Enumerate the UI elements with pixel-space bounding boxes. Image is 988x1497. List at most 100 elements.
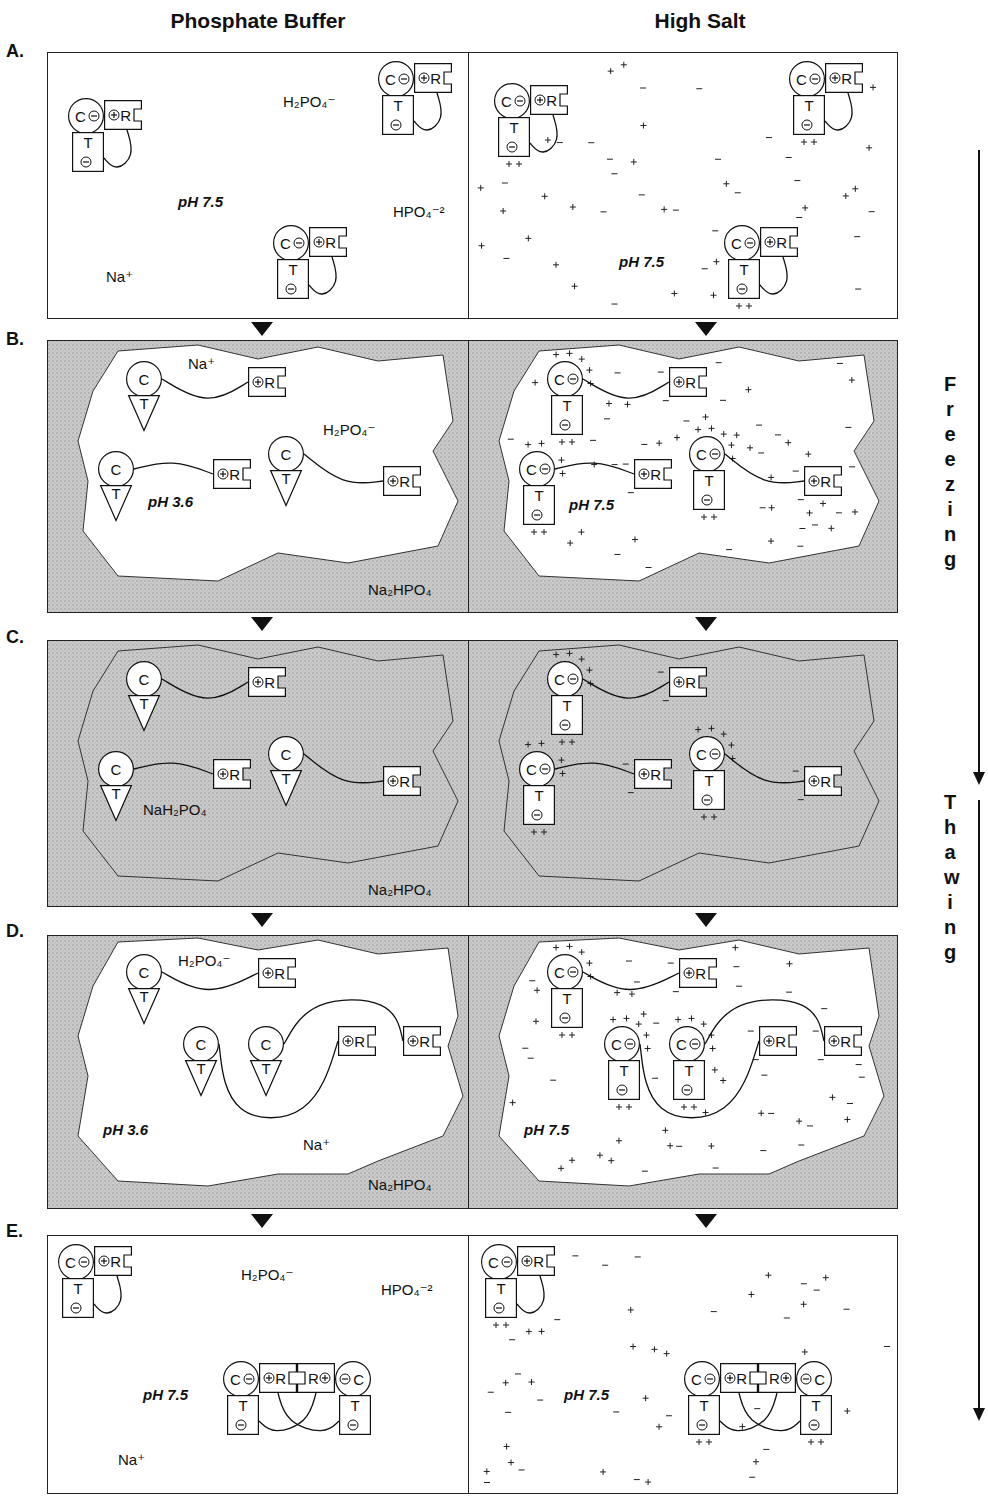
domain-box: T [382, 95, 414, 135]
anion-mark [635, 1256, 641, 1257]
cation-mark [671, 290, 677, 296]
cation-mark [616, 1104, 622, 1110]
domain-circle: C [669, 1026, 705, 1062]
ion-label: H₂PO₄⁻ [178, 952, 230, 969]
anion-mark [801, 1283, 807, 1284]
domain-circle-outline [689, 436, 725, 472]
anion-mark [612, 464, 618, 465]
cation-mark [849, 377, 855, 383]
anion-mark [760, 507, 766, 508]
domain-letter: R [308, 1371, 319, 1386]
cation-mark [706, 1439, 712, 1445]
peptide-linker [583, 972, 679, 990]
anion-mark [711, 1311, 717, 1312]
cation-mark [600, 1469, 606, 1475]
domain-letter: C [281, 447, 292, 462]
domain-triangle-outline [186, 1061, 217, 1096]
anion-mark [663, 400, 669, 401]
domain-circle: C [183, 1026, 219, 1062]
cation-mark [721, 431, 727, 437]
row-letter: E. [6, 1221, 23, 1241]
cation-mark [728, 442, 734, 448]
cation-mark [787, 961, 793, 967]
anion-mark [766, 137, 772, 138]
anion-mark [798, 1145, 804, 1146]
anion-mark [640, 88, 646, 89]
cation-mark [569, 739, 575, 745]
cation-mark [532, 380, 538, 386]
domain-letter: C [385, 72, 396, 87]
anion-mark [760, 1150, 766, 1151]
cation-mark [579, 656, 585, 662]
domain-letter: C [111, 462, 122, 477]
anion-mark [634, 1479, 640, 1480]
cation-mark [801, 1301, 807, 1307]
anion-mark [557, 142, 563, 143]
domain-box-outline [680, 959, 717, 988]
domain-box: R [804, 766, 842, 796]
anion-mark [614, 372, 620, 373]
cation-mark [732, 945, 738, 951]
domain-box-outline [759, 1364, 796, 1393]
domain-circle: C [98, 451, 134, 487]
anion-mark [847, 1103, 853, 1104]
positive-charge [674, 677, 684, 687]
domain-box-outline [249, 368, 286, 397]
domain-circle: C [68, 98, 104, 134]
cation-mark [503, 1322, 509, 1328]
positive-charge [388, 776, 398, 786]
positive-charge [218, 469, 228, 479]
negative-charge [540, 764, 550, 774]
domain-letter: T [393, 98, 402, 113]
negative-charge [702, 795, 712, 805]
domain-triangle: T [100, 485, 132, 521]
anion-mark [653, 1023, 659, 1024]
cation-mark [567, 943, 573, 949]
cation-mark [866, 145, 872, 151]
domain-circle: C [268, 736, 304, 772]
domain-letter: R [769, 1371, 780, 1386]
cation-mark [553, 945, 559, 951]
row-letter: D. [6, 921, 24, 941]
cation-mark [570, 204, 576, 210]
step-arrow [695, 617, 717, 631]
domain-triangle-outline [129, 396, 160, 431]
cation-mark [723, 181, 729, 187]
cation-mark [579, 949, 585, 955]
anion-mark [503, 258, 509, 259]
domain-letter: R [685, 675, 696, 690]
cation-mark [636, 1021, 642, 1027]
anion-mark [807, 1125, 813, 1126]
anion-mark [614, 554, 620, 555]
cation-mark [479, 243, 485, 249]
positive-charge [674, 377, 684, 387]
domain-triangle: T [270, 470, 302, 506]
domain-box: T [277, 259, 309, 299]
cation-mark [667, 1143, 673, 1149]
domain-box-outline [340, 1396, 371, 1435]
domain-letter: R [264, 675, 275, 690]
anion-mark [854, 236, 860, 237]
cation-mark [506, 161, 512, 167]
positive-charge [781, 1373, 791, 1383]
ion-label: NaH₂PO₄ [143, 801, 207, 818]
anion-mark [784, 1317, 790, 1318]
domain-letter: T [562, 698, 571, 713]
domain-letter: C [814, 1372, 825, 1387]
peptide-linker [517, 1276, 544, 1313]
cation-mark [643, 1395, 649, 1401]
domain-letter: C [526, 762, 537, 777]
domain-letter: R [120, 108, 131, 123]
negative-charge [81, 157, 91, 167]
domain-circle-outline [223, 1361, 259, 1397]
cation-mark [662, 1127, 668, 1133]
domain-circle-outline [482, 1245, 517, 1280]
unfrozen-pocket [78, 938, 463, 1186]
cation-mark [569, 439, 575, 445]
cation-mark [606, 401, 612, 407]
cation-mark [829, 1094, 835, 1100]
cation-mark [852, 186, 858, 192]
domain-box-outline [339, 1027, 376, 1056]
domain-triangle: T [100, 785, 132, 821]
domain-box: T [693, 470, 725, 510]
